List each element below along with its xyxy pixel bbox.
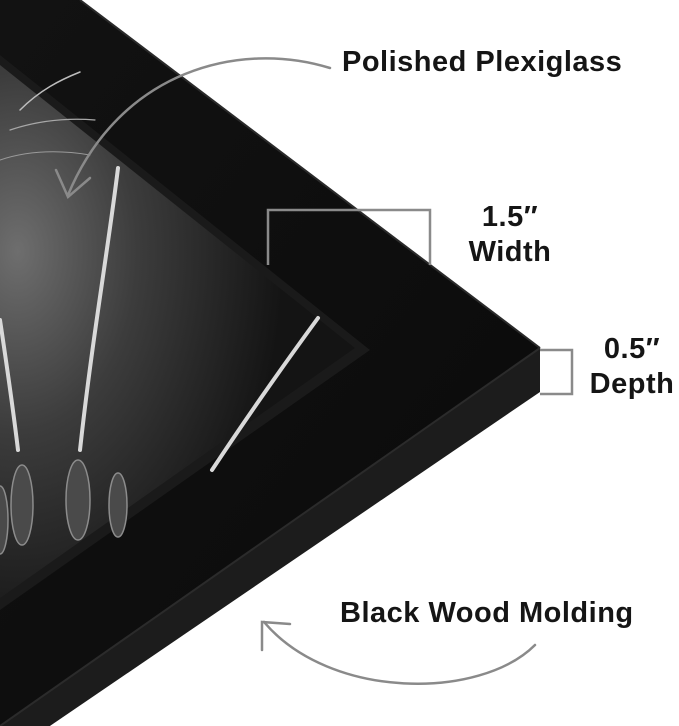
depth-word: Depth — [589, 367, 675, 400]
curved-arrow-icon — [260, 620, 537, 685]
label-depth: 0.5″ Depth — [582, 332, 679, 402]
dandelion-seeds — [0, 71, 320, 472]
label-polished-plexiglass: Polished Plexiglass — [342, 46, 623, 78]
photo-print — [0, 65, 355, 598]
label-black-wood-molding: Black Wood Molding — [340, 597, 634, 629]
curved-arrow-icon — [54, 57, 332, 200]
depth-value: 0.5″ — [603, 333, 661, 365]
width-bracket — [266, 208, 432, 265]
depth-bracket — [540, 348, 574, 396]
width-word: Width — [468, 235, 552, 268]
seed-heads — [0, 459, 128, 555]
width-value: 1.5″ — [481, 201, 539, 233]
label-width: 1.5″ Width — [455, 200, 565, 270]
